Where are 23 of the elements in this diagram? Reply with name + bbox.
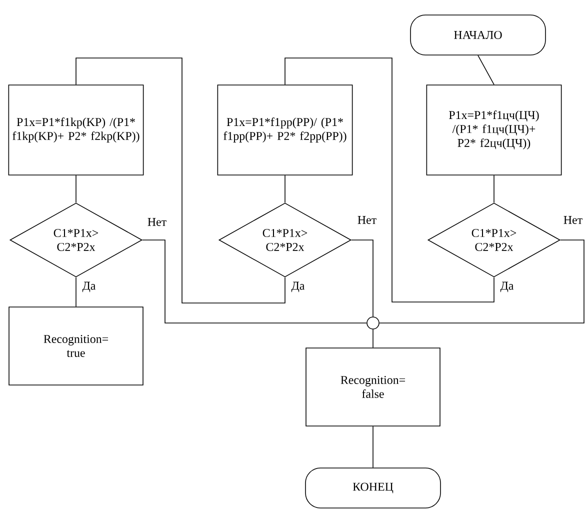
process-box: P1x=P1*f1pp(PP)/ (P1* f1pp(PP)+ P2* f2pp(PP)) — [217, 84, 353, 176]
edge-label: Да — [499, 280, 515, 294]
connector — [478, 54, 494, 85]
process-box: Recognition= true — [8, 306, 144, 386]
connector — [379, 240, 584, 324]
connector — [372, 328, 374, 348]
connector-circle — [366, 316, 380, 330]
process-box: P1x=P1*f1kp(KP) /(P1* f1kp(KP)+ P2* f2kp(KP)) — [8, 84, 144, 176]
edge-label: Да — [290, 280, 306, 294]
connector — [351, 240, 374, 317]
edge-label: Да — [81, 280, 97, 294]
terminal-box: КОНЕЦ — [305, 468, 441, 508]
process-box: P1x=P1*f1цч(ЦЧ) /(P1* f1цч(ЦЧ)+ P2* f2цч(ЦЧ)) — [426, 84, 562, 176]
edge-label: Нет — [146, 217, 168, 227]
connector — [284, 58, 494, 302]
edge-label: Нет — [356, 215, 378, 225]
connector — [284, 174, 286, 203]
connector — [76, 58, 286, 304]
connector — [142, 240, 367, 324]
process-box: Recognition= false — [306, 348, 440, 426]
connector — [372, 426, 374, 468]
terminal-box: НАЧАЛО — [410, 14, 546, 56]
edge-label: Нет — [562, 215, 584, 225]
